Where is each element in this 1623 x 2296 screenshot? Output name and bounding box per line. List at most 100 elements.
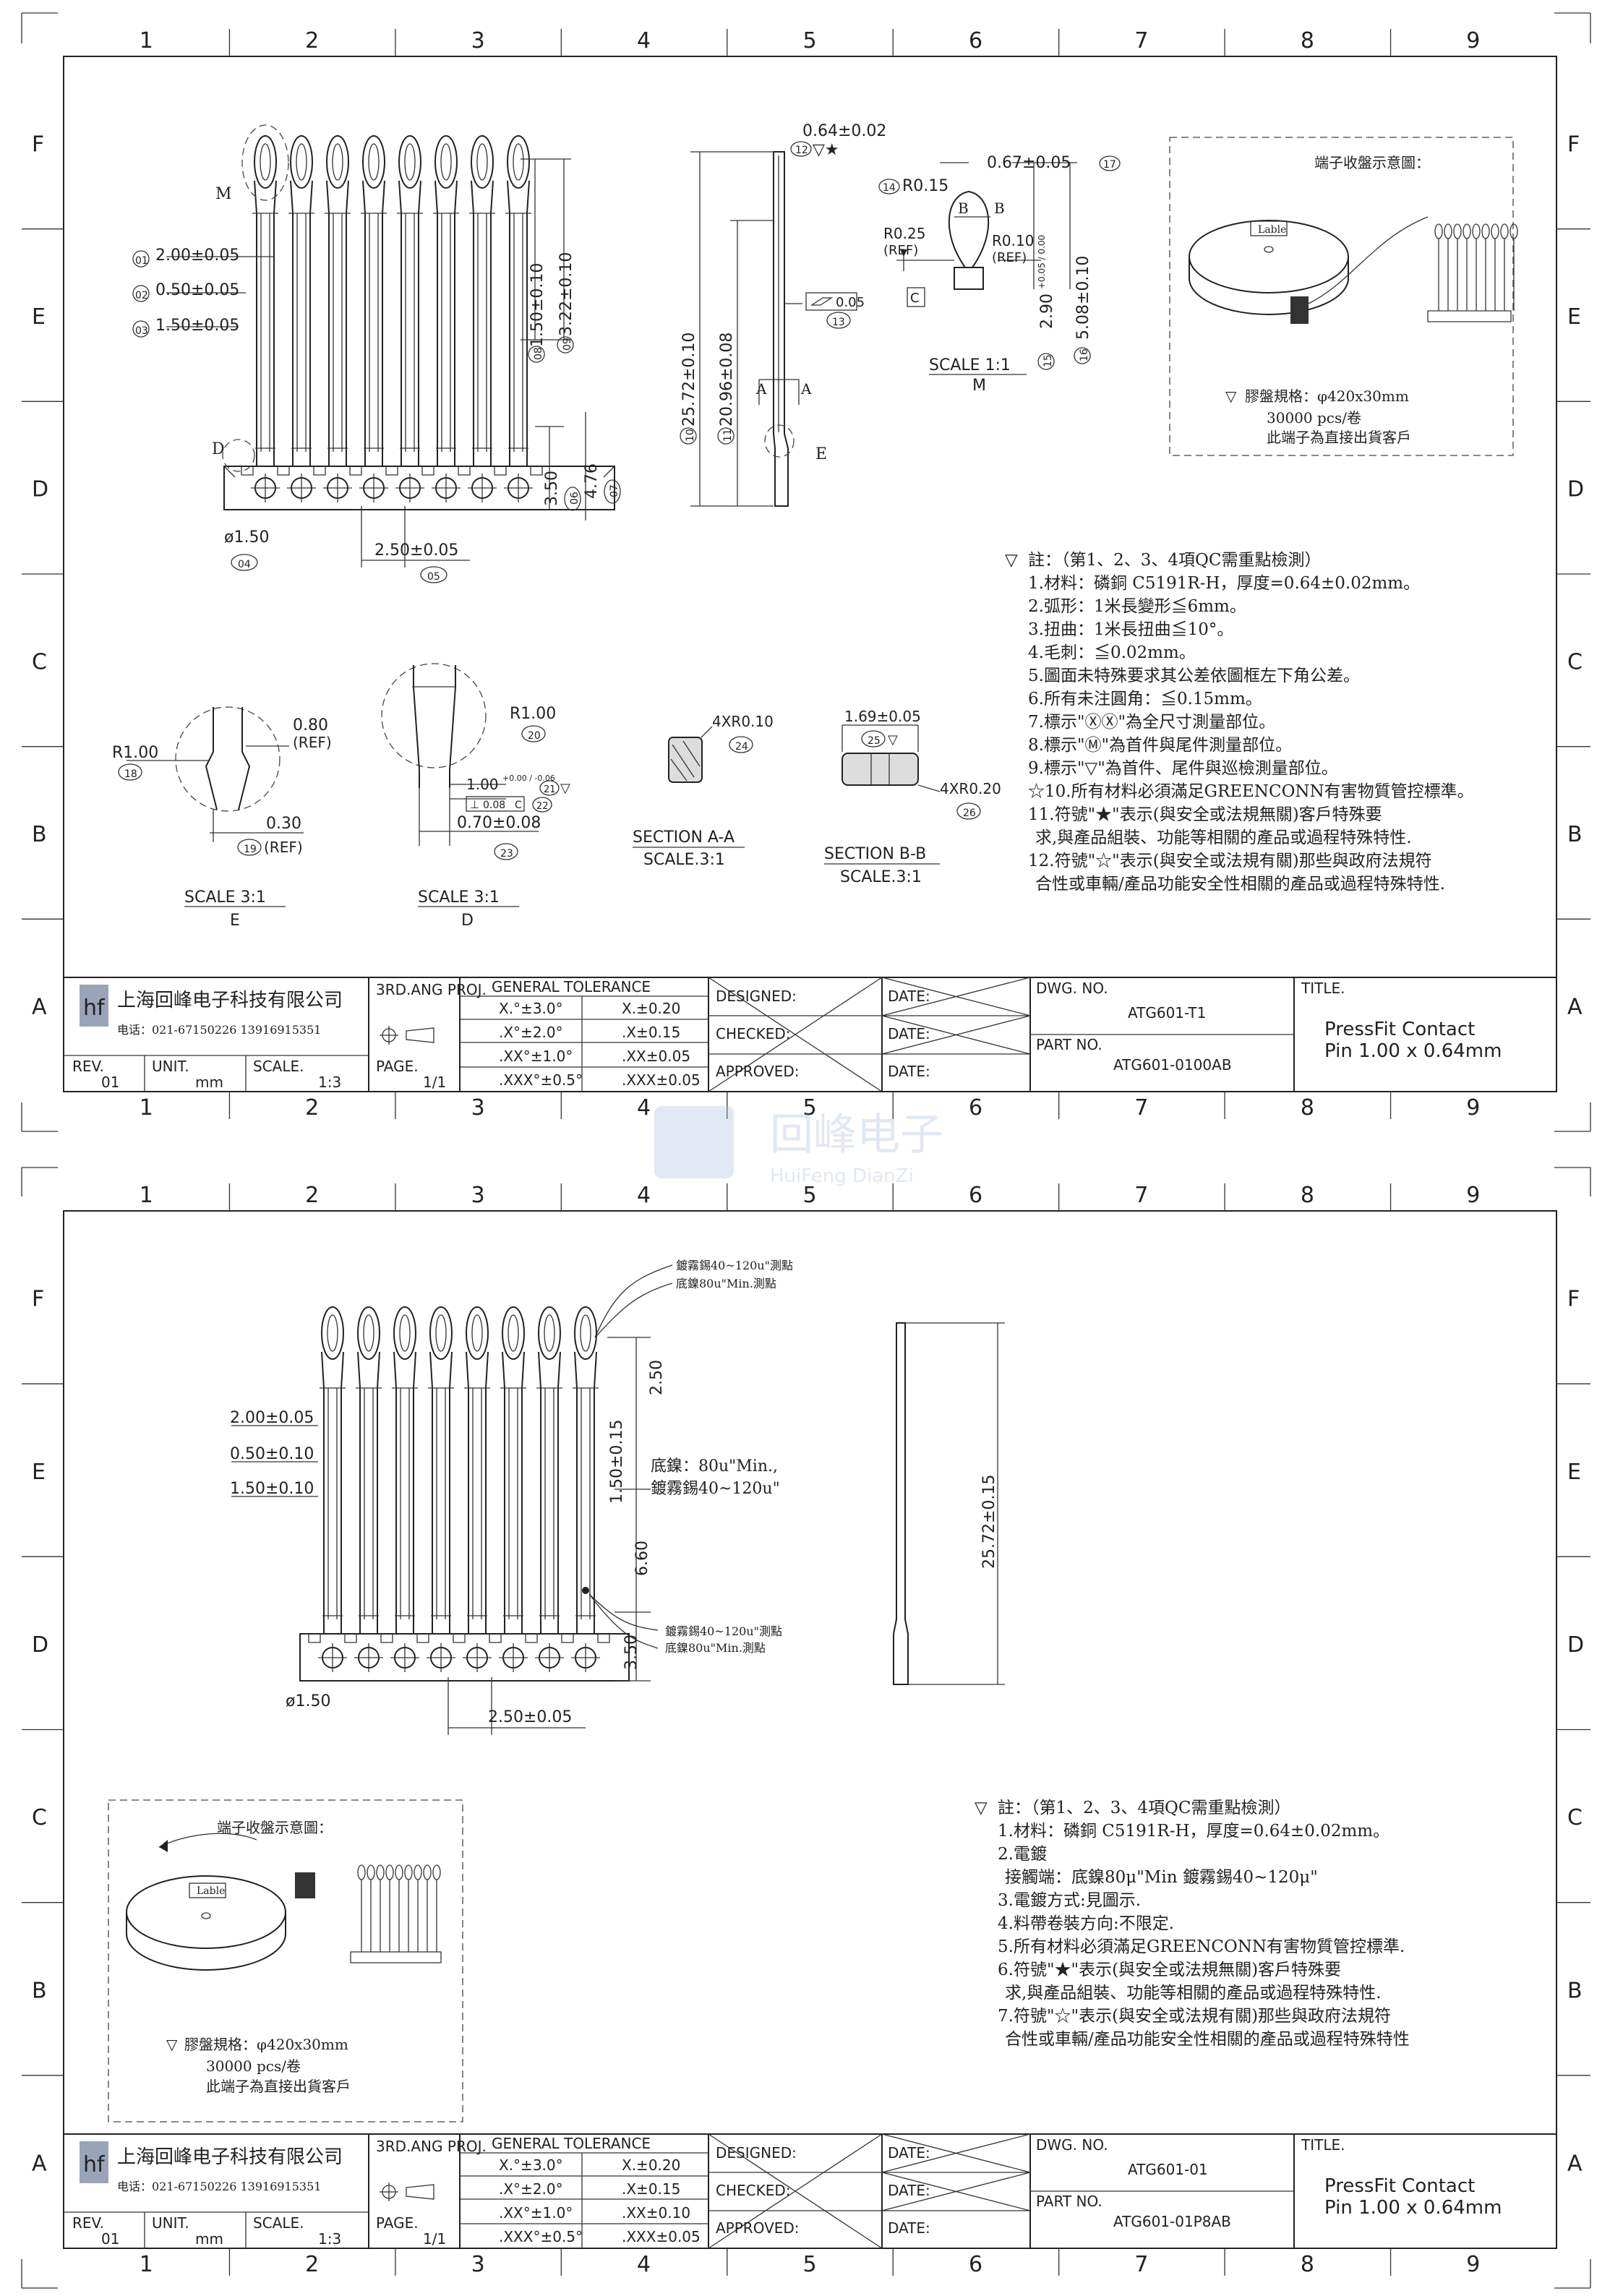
note-line: 5.所有材料必須滿足GREENCONN有害物質管控標準. bbox=[998, 1937, 1405, 1956]
column-label: 4 bbox=[637, 1095, 651, 1121]
svg-text:UNIT.: UNIT. bbox=[152, 2214, 189, 2232]
scale-m: SCALE 1:1M bbox=[929, 356, 1027, 395]
svg-text:mm: mm bbox=[195, 2230, 223, 2248]
radius-025: R0.25(REF) bbox=[883, 225, 925, 258]
column-label: 1 bbox=[140, 1183, 153, 1208]
svg-text:11: 11 bbox=[722, 429, 734, 442]
svg-text:Lable: Lable bbox=[1258, 224, 1286, 236]
svg-text:D: D bbox=[461, 912, 474, 930]
pin bbox=[469, 135, 495, 466]
svg-text:PAGE.: PAGE. bbox=[376, 2214, 419, 2232]
detail-e bbox=[127, 706, 304, 842]
svg-text:C: C bbox=[910, 291, 920, 306]
row-label: D bbox=[1567, 1632, 1584, 1658]
svg-text:30000 pcs/卷: 30000 pcs/卷 bbox=[1267, 409, 1361, 427]
part-number: ATG601-0100AB bbox=[1113, 1056, 1232, 1074]
drawing-title: PressFit Contact bbox=[1324, 1019, 1475, 1040]
svg-text:TITLE.: TITLE. bbox=[1301, 980, 1345, 997]
svg-text:UNIT.: UNIT. bbox=[152, 1058, 189, 1075]
note-line: 8.標示"Ⓜ"為首件與尾件測量部位。 bbox=[1028, 736, 1292, 755]
pin bbox=[428, 1306, 454, 1634]
svg-text:01: 01 bbox=[101, 1074, 119, 1091]
column-label: 7 bbox=[1134, 1095, 1148, 1121]
row-label: A bbox=[1567, 2151, 1583, 2176]
label-m: M bbox=[215, 185, 232, 203]
company-logo: hf bbox=[83, 2152, 106, 2177]
svg-text:DATE:: DATE: bbox=[888, 2219, 930, 2237]
row-label: F bbox=[32, 132, 44, 157]
column-label: 5 bbox=[803, 1095, 817, 1121]
svg-text:0.80: 0.80 bbox=[293, 716, 328, 734]
svg-text:DWG. NO.: DWG. NO. bbox=[1036, 2136, 1108, 2154]
pin bbox=[252, 135, 278, 466]
label-e: E bbox=[815, 445, 827, 463]
svg-text:.XXX°±0.5°: .XXX°±0.5° bbox=[499, 2228, 583, 2245]
column-label: 6 bbox=[969, 28, 982, 53]
detail-d bbox=[381, 663, 539, 846]
column-label: 2 bbox=[305, 1095, 319, 1121]
svg-text:6.60: 6.60 bbox=[633, 1541, 651, 1576]
pin bbox=[361, 135, 387, 466]
svg-text:20: 20 bbox=[528, 730, 541, 742]
svg-text:0.50±0.05: 0.50±0.05 bbox=[155, 281, 239, 299]
row-label: C bbox=[1567, 1805, 1583, 1830]
svg-text:(REF): (REF) bbox=[264, 839, 303, 856]
svg-text:REV.: REV. bbox=[72, 2214, 104, 2232]
svg-text:底鎳80u"Min.測點: 底鎳80u"Min.測點 bbox=[665, 1641, 766, 1655]
svg-text:0.08: 0.08 bbox=[483, 800, 505, 811]
note-line: 5.圖面未特殊要求其公差依圖框左下角公差。 bbox=[1028, 667, 1360, 685]
svg-text:▽: ▽ bbox=[888, 732, 898, 748]
row-label: B bbox=[32, 1978, 47, 2003]
svg-text:SCALE 1:1: SCALE 1:1 bbox=[929, 356, 1011, 374]
column-label: 8 bbox=[1301, 2252, 1314, 2277]
svg-text:25.72±0.10: 25.72±0.10 bbox=[680, 333, 698, 427]
svg-text:REV.: REV. bbox=[72, 1058, 104, 1075]
row-label: F bbox=[32, 1287, 44, 1312]
column-label: 9 bbox=[1466, 2252, 1480, 2277]
svg-text:端子收盤示意圖：: 端子收盤示意圖： bbox=[1314, 154, 1430, 171]
svg-text:02: 02 bbox=[135, 290, 148, 301]
note-line: 2.電鍍 bbox=[998, 1845, 1047, 1864]
svg-text:.XXX±0.05: .XXX±0.05 bbox=[622, 2228, 701, 2245]
column-label: 5 bbox=[803, 1183, 817, 1208]
drawing-subtitle: Pin 1.00 x 0.64mm bbox=[1324, 2197, 1502, 2219]
svg-text:12: 12 bbox=[795, 145, 808, 156]
column-label: 8 bbox=[1301, 1095, 1314, 1121]
note-line: 12.符號"☆"表示(與安全或法規有關)那些與政府法規符 bbox=[1028, 852, 1432, 870]
pin-strip-top-view bbox=[166, 124, 615, 567]
dwg-number: ATG601-T1 bbox=[1128, 1004, 1206, 1021]
svg-text:+0.00 / -0.06: +0.00 / -0.06 bbox=[502, 774, 555, 783]
drawing-title: PressFit Contact bbox=[1324, 2175, 1475, 2197]
svg-text:2.50: 2.50 bbox=[648, 1360, 666, 1395]
column-label: 6 bbox=[969, 1183, 982, 1208]
pin bbox=[433, 135, 459, 466]
pin bbox=[464, 1306, 490, 1634]
row-label: B bbox=[1567, 1978, 1583, 2003]
column-label: 3 bbox=[471, 1095, 485, 1121]
svg-text:1.50±0.05: 1.50±0.05 bbox=[155, 317, 239, 335]
svg-text:端子收盤示意圖：: 端子收盤示意圖： bbox=[217, 1819, 333, 1836]
svg-text:19: 19 bbox=[244, 844, 257, 855]
svg-text:1.00: 1.00 bbox=[466, 776, 499, 793]
watermark: 回峰电子 HuiFeng DianZi bbox=[654, 1106, 943, 1187]
note-line: 1.材料：磷銅 C5191R-H，厚度=0.64±0.02mm。 bbox=[998, 1822, 1389, 1841]
svg-text:DWG. NO.: DWG. NO. bbox=[1036, 980, 1108, 997]
row-label: B bbox=[32, 822, 47, 847]
sheet1-column-ticks bbox=[228, 29, 1392, 1119]
svg-text:0.70±0.08: 0.70±0.08 bbox=[457, 814, 541, 832]
section-b-b: 1.69±0.05 25 ▽ 4XR0.20 26 SECTION B-B SC… bbox=[824, 708, 1001, 886]
svg-text:鍍霧錫40~120u"測點: 鍍霧錫40~120u"測點 bbox=[676, 1259, 793, 1272]
svg-text:01: 01 bbox=[101, 2230, 119, 2248]
row-label: E bbox=[1567, 304, 1581, 330]
svg-text:DATE:: DATE: bbox=[888, 1025, 930, 1042]
svg-text:0.50±0.10: 0.50±0.10 bbox=[230, 1445, 314, 1463]
svg-text:2.00±0.05: 2.00±0.05 bbox=[155, 247, 239, 265]
svg-text:底鎳：80u"Min.,: 底鎳：80u"Min., bbox=[651, 1457, 778, 1475]
svg-text:10: 10 bbox=[685, 429, 696, 442]
